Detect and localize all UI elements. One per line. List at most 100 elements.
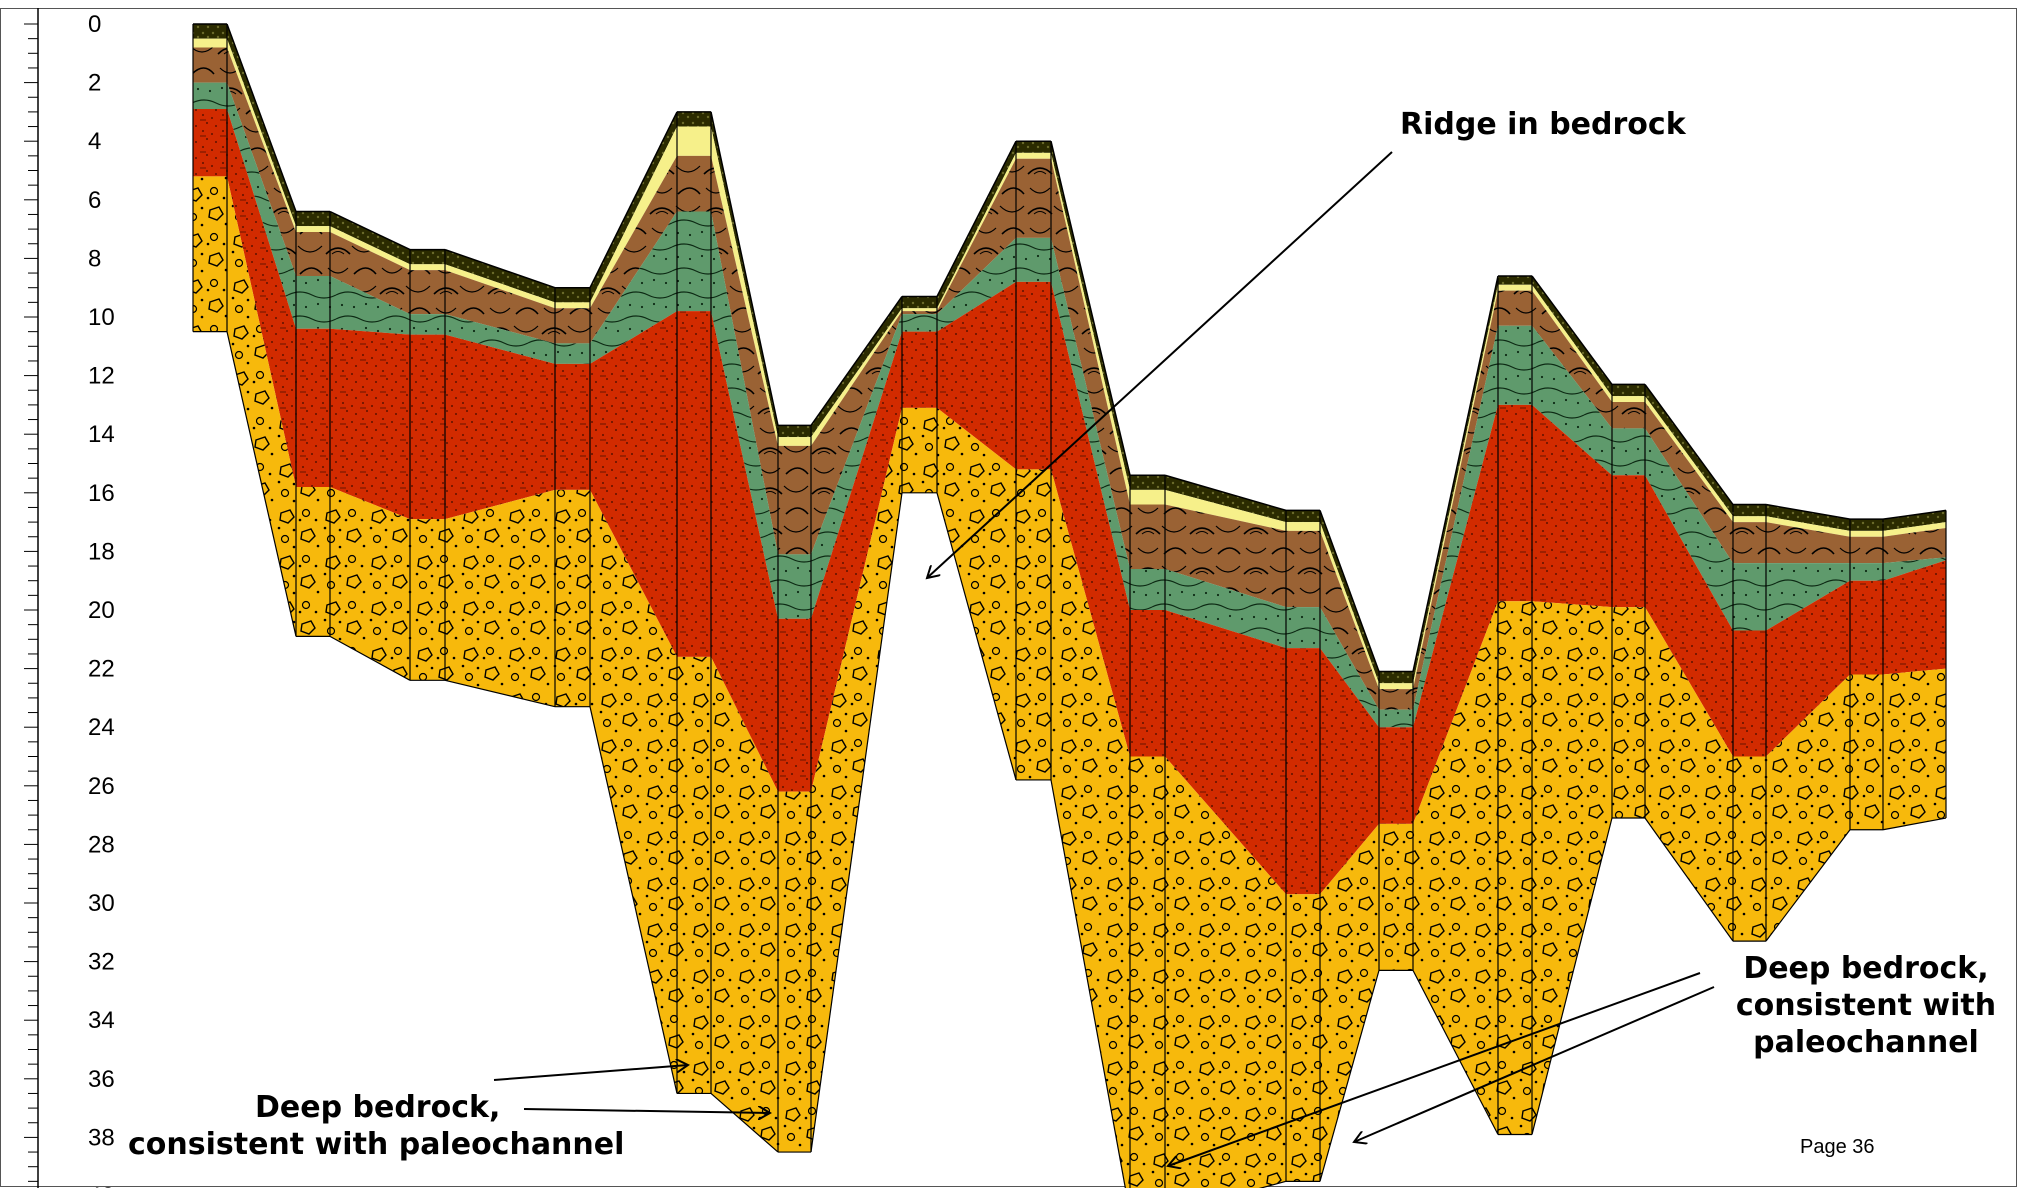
green-layer [1766, 563, 1850, 631]
depth-tick-label: 40 [88, 1183, 115, 1188]
topsoil-layer [937, 141, 1016, 309]
fill-layer [1733, 516, 1766, 523]
boring-bottom-line [589, 706, 678, 1094]
green-layer [778, 554, 811, 619]
red-layer [296, 328, 330, 487]
ground-surface-line [710, 111, 779, 426]
fill-layer [778, 437, 811, 446]
green-layer [1016, 237, 1051, 282]
red-layer [1532, 404, 1612, 608]
brown-layer [1733, 522, 1766, 564]
fill-layer [445, 264, 555, 309]
boring-bottom-line [936, 492, 1017, 781]
ridge-arrow [927, 151, 1393, 578]
bedrock-layer [1016, 469, 1051, 780]
fill-layer [296, 226, 330, 233]
topsoil-layer [410, 249, 445, 265]
fill-layer [1165, 489, 1286, 531]
green-layer [1612, 428, 1645, 476]
brown-layer [1498, 290, 1532, 326]
bedrock-layer [1379, 823, 1413, 971]
depth-tick-label: 24 [88, 714, 115, 741]
green-layer [811, 314, 902, 619]
red-layer [193, 108, 227, 177]
topsoil-layer [1379, 671, 1413, 684]
bedrock-layer [445, 489, 555, 707]
bedrock-layer [1733, 756, 1766, 942]
bedrock-layer [778, 791, 811, 1153]
brown-layer [811, 311, 902, 555]
depth-tick-label: 2 [88, 70, 101, 97]
topsoil-layer [1498, 275, 1532, 285]
topsoil-layer [811, 296, 902, 438]
brown-layer [711, 155, 778, 555]
green-layer [902, 314, 937, 332]
topsoil-layer [296, 211, 330, 227]
topsoil-layer [1130, 475, 1165, 490]
topsoil-layer [1016, 141, 1051, 153]
green-layer [555, 343, 590, 364]
topsoil-layer [555, 287, 590, 303]
green-layer [227, 82, 296, 329]
bedrock-layer [1850, 674, 1883, 830]
topsoil-layer [227, 24, 296, 227]
topsoil-layer [445, 249, 555, 303]
red-layer [1498, 404, 1532, 602]
depth-tick-label: 32 [88, 949, 115, 976]
bedrock-layer [1612, 607, 1645, 819]
brown-layer [410, 270, 445, 315]
boring-bottom-line [444, 679, 556, 708]
topsoil-layer [1883, 510, 1946, 531]
fill-layer [555, 302, 590, 309]
fill-layer [410, 264, 445, 271]
topsoil-layer [1766, 504, 1850, 531]
topsoil-layer [677, 111, 711, 127]
green-layer [193, 82, 227, 109]
red-layer [1320, 648, 1379, 895]
red-layer [1165, 610, 1286, 895]
brown-layer [1379, 689, 1413, 710]
deep-left-arrow-2 [523, 1109, 770, 1113]
bedrock-layer [1645, 607, 1733, 942]
bedrock-layer [1498, 601, 1532, 1135]
bedrock-layer [1766, 674, 1850, 942]
bedrock-layer [937, 407, 1016, 780]
brown-layer [330, 232, 410, 315]
bedrock-layer [1320, 823, 1379, 1182]
depth-axis-ticks [24, 23, 38, 1182]
green-layer [1645, 428, 1733, 631]
bedrock-layer [555, 489, 590, 707]
red-layer [555, 363, 590, 490]
topsoil-layer [590, 111, 677, 303]
ground-surface-line [329, 210, 411, 251]
topsoil-layer [1286, 510, 1320, 523]
ground-surface-line [589, 111, 678, 289]
red-layer [1286, 648, 1320, 895]
bedrock-layer [711, 656, 778, 1153]
fill-layer [1883, 522, 1946, 537]
depth-tick-label: 18 [88, 538, 115, 565]
brown-layer [590, 155, 677, 344]
brown-layer [1883, 527, 1946, 564]
topsoil-layer [1612, 384, 1645, 397]
red-layer [1733, 630, 1766, 757]
fill-layer [1498, 284, 1532, 291]
red-layer [811, 331, 902, 792]
fill-layer [811, 308, 902, 446]
green-layer [1413, 325, 1498, 728]
green-layer [410, 314, 445, 335]
ground-surface-line [810, 296, 903, 426]
boring-bottom-line [1319, 970, 1380, 1182]
topsoil-layer [193, 24, 227, 39]
red-layer [445, 334, 555, 520]
brown-layer [1413, 290, 1498, 710]
brown-layer [1320, 530, 1379, 710]
depth-tick-label: 22 [88, 656, 115, 683]
deep-left-label-line1: Deep bedrock, [255, 1090, 500, 1125]
deep-right-label-line3: paleochannel [1753, 1025, 1979, 1060]
boring-bottom-line [1258, 1180, 1287, 1188]
bedrock-layer [1413, 601, 1498, 1135]
fill-layer [1051, 152, 1130, 505]
red-layer [1413, 404, 1498, 824]
